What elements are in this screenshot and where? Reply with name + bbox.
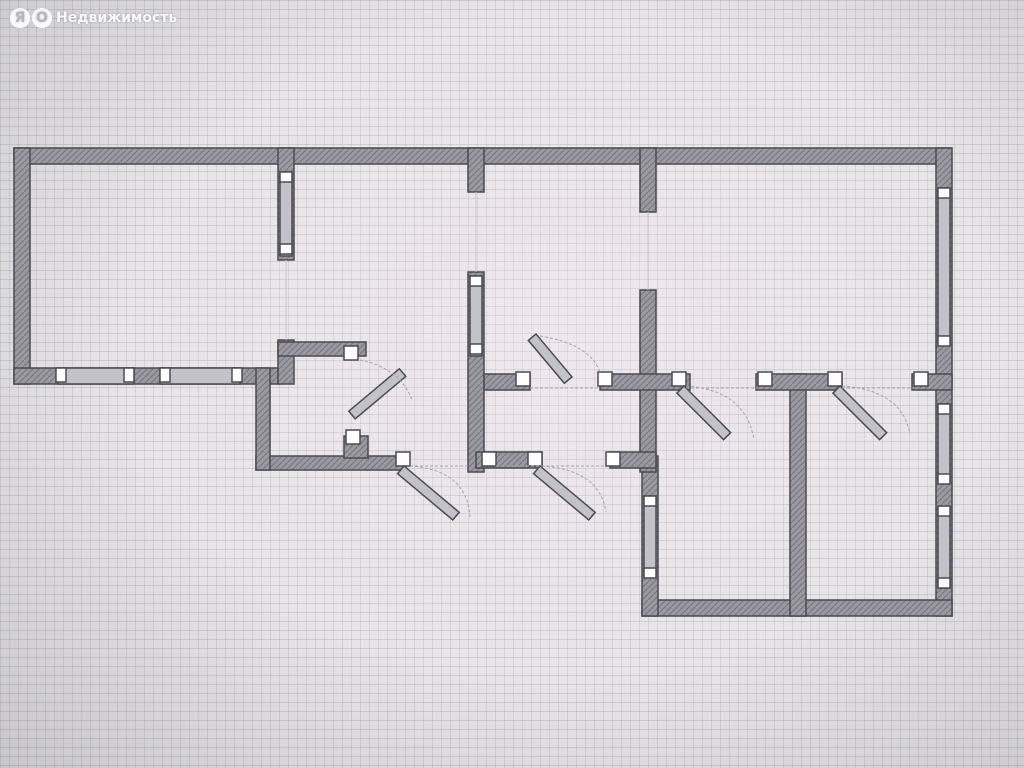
window-2 bbox=[159, 367, 241, 385]
logo-glyph-o: О bbox=[32, 8, 52, 28]
door-4 bbox=[527, 332, 574, 385]
watermark: Я О Недвижимость bbox=[10, 8, 177, 28]
window-5 bbox=[937, 187, 951, 345]
room-openings bbox=[285, 192, 649, 340]
wall-v2 bbox=[467, 147, 485, 193]
door-arcs bbox=[359, 335, 914, 519]
wall-v3 bbox=[639, 147, 657, 213]
window-6 bbox=[937, 403, 951, 483]
window-1 bbox=[57, 367, 135, 385]
brand-name: Недвижимость bbox=[56, 10, 178, 26]
door-2 bbox=[396, 464, 461, 521]
interior-walls bbox=[277, 147, 953, 617]
window-8 bbox=[643, 495, 657, 577]
wall-bottom-corridor bbox=[255, 455, 407, 471]
logo-glyph-ya: Я bbox=[10, 8, 30, 28]
window-7 bbox=[937, 507, 951, 589]
wall-v4 bbox=[789, 373, 807, 617]
wall-left-lower bbox=[255, 367, 271, 471]
door-6 bbox=[831, 384, 888, 441]
door-1 bbox=[347, 367, 407, 420]
door-jambs bbox=[343, 345, 929, 467]
brand-logo-icon: Я О bbox=[10, 8, 52, 28]
wall-left bbox=[13, 147, 31, 385]
door-3 bbox=[532, 464, 597, 521]
door-5 bbox=[675, 384, 732, 441]
window-frames bbox=[55, 171, 951, 589]
door-leaves bbox=[347, 332, 888, 521]
